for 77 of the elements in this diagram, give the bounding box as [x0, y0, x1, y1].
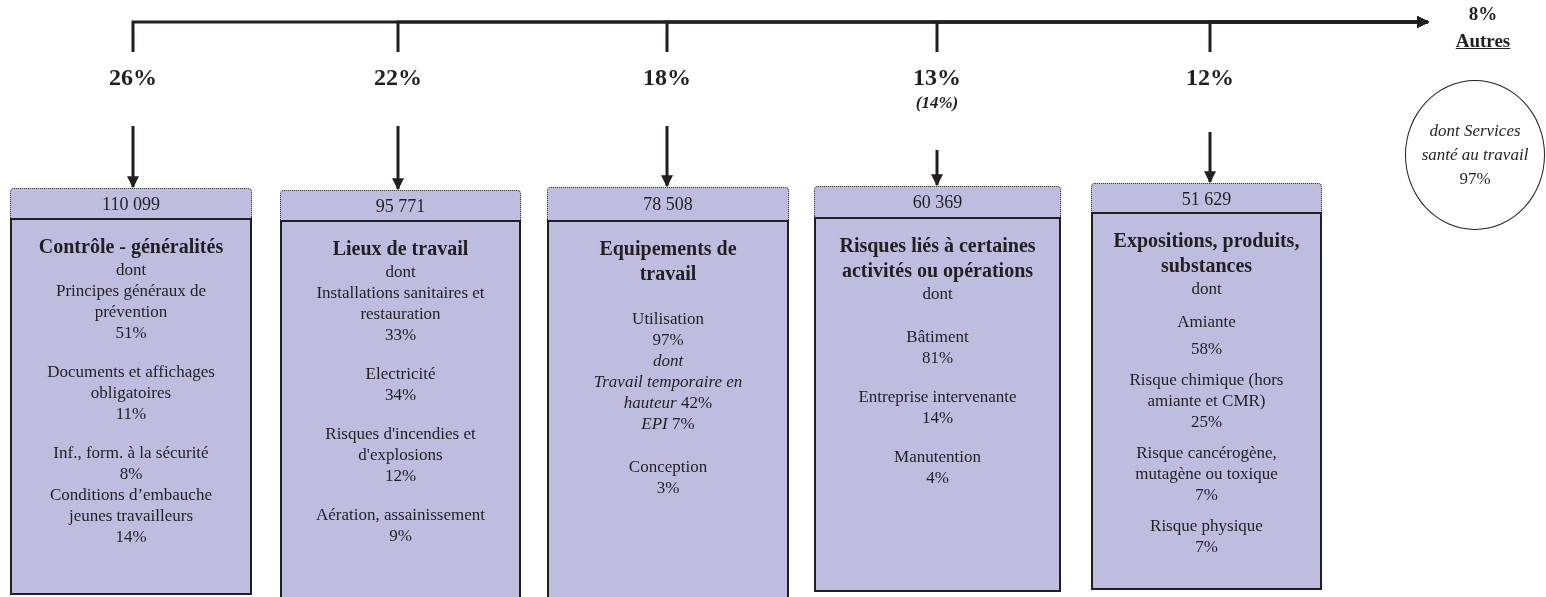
category-heading: Risques liés à certaines activités ou opérations	[838, 233, 1037, 283]
item-text: 51%	[115, 322, 147, 343]
percentage-label: 26%	[109, 63, 157, 92]
item-text: Aération, assainissement	[316, 504, 485, 525]
item-text: 81%	[921, 347, 954, 368]
category-box	[280, 220, 521, 597]
item-text: Installations sanitaires et restauration	[315, 282, 486, 324]
arrow	[127, 126, 139, 189]
item-text: Travail temporaire en hauteur 42%	[592, 371, 744, 413]
item-text: 25%	[1190, 411, 1223, 432]
count-header-box	[814, 186, 1061, 217]
item-text: 9%	[389, 525, 412, 546]
count-header-box	[280, 190, 521, 220]
item-text: Conditions d’embauche jeunes travailleurs	[49, 484, 213, 526]
item-text: 14%	[115, 526, 147, 547]
item-text: 12%	[384, 465, 417, 486]
percentage-label: 12%	[1186, 63, 1234, 92]
count-value: 110 099	[102, 192, 160, 215]
item-text: EPI 7%	[641, 413, 695, 434]
count-value: 51 629	[1181, 187, 1232, 210]
count-value: 78 508	[643, 193, 693, 215]
item-text: dont	[115, 259, 147, 280]
category-heading: Contrôle - généralités	[38, 234, 224, 259]
category-heading: Lieux de travail	[332, 236, 469, 261]
item-text: 11%	[115, 403, 147, 424]
category-box	[814, 217, 1061, 592]
percentage-label: 13%	[913, 63, 961, 92]
item-text: 34%	[384, 384, 417, 405]
arrow	[931, 150, 943, 187]
item-text: 14%	[921, 407, 954, 428]
percentage-label: 22%	[374, 63, 422, 92]
item-text: Bâtiment	[906, 326, 969, 347]
item-text: 7%	[1195, 484, 1218, 505]
item-text: 8%	[119, 463, 143, 484]
arrow	[1208, 16, 1430, 52]
item-text: Inf., form. à la sécurité	[53, 442, 209, 463]
item-text: Risques d'incendies et d'explosions	[324, 423, 477, 465]
percentage-label: 18%	[643, 63, 691, 92]
note-text: dont Services santé au travail	[1420, 120, 1530, 166]
previous-percentage: (14%)	[915, 92, 959, 114]
item-text: Utilisation	[632, 308, 704, 329]
item-text: Amiante	[1177, 311, 1236, 332]
item-text: Risque cancérogène, mutagène ou toxique	[1134, 442, 1279, 484]
category-box	[1091, 212, 1322, 590]
item-text: dont	[385, 261, 416, 282]
item-text: Electricité	[365, 363, 436, 384]
item-text: 97%	[652, 329, 684, 350]
item-text: Entreprise intervenante	[858, 386, 1017, 407]
arrow	[392, 126, 404, 191]
category-box	[10, 218, 252, 595]
category-heading: Equipements de travail	[598, 236, 738, 286]
item-text: 7%	[1195, 536, 1218, 557]
item-text: Risque chimique (hors amiante et CMR)	[1128, 369, 1285, 411]
item-text: dont	[652, 350, 684, 371]
item-text: 4%	[926, 467, 949, 488]
count-header-box	[10, 188, 252, 218]
item-text: Risque physique	[1150, 515, 1263, 536]
category-label: Autres	[1455, 29, 1511, 53]
category-box	[547, 220, 789, 597]
item-text: dont	[1191, 278, 1222, 299]
count-value: 95 771	[375, 194, 426, 217]
note-text: 97%	[1459, 168, 1491, 190]
item-text: 3%	[656, 477, 680, 498]
count-header-box	[1091, 183, 1322, 213]
item-text: 58%	[1190, 338, 1223, 359]
arrow	[661, 126, 673, 188]
item-text: dont	[922, 283, 953, 304]
item-text: Manutention	[894, 446, 981, 467]
item-text: 33%	[384, 324, 417, 345]
item-text: Documents et affichages obligatoires	[46, 361, 216, 403]
item-text: Conception	[628, 456, 708, 477]
count-header-box	[547, 187, 789, 220]
item-text: Principes généraux de prévention	[54, 280, 208, 322]
arrow	[1204, 132, 1216, 184]
category-heading: Expositions, produits, substances	[1112, 228, 1301, 278]
count-value: 60 369	[912, 191, 963, 213]
percentage-label: 8%	[1468, 2, 1498, 26]
